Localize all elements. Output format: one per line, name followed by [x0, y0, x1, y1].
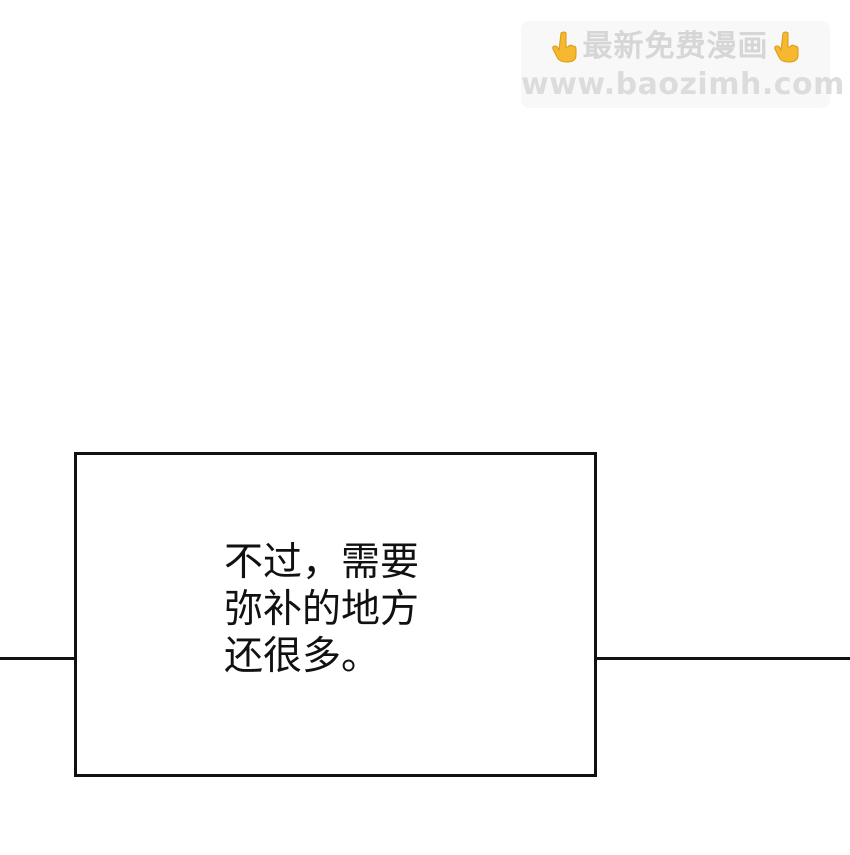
watermark-url: www.baozimh.com — [521, 67, 845, 102]
pointing-down-hand-icon — [773, 31, 801, 63]
horizontal-rule-right — [596, 657, 850, 660]
horizontal-rule-left — [0, 657, 76, 660]
caption-line-2: 弥补的地方 — [224, 587, 420, 632]
caption-line-3: 还很多。 — [224, 634, 381, 679]
caption-text: 不过，需要 弥补的地方 还很多。 — [224, 539, 524, 680]
watermark-title: 最新免费漫画 — [582, 29, 769, 64]
watermark-title-row: 最新免费漫画 — [521, 28, 830, 66]
watermark: 最新免费漫画 www.baozimh.com — [521, 21, 845, 108]
pointing-down-hand-icon — [551, 31, 579, 63]
caption-line-1: 不过，需要 — [224, 540, 420, 585]
caption-box: 不过，需要 弥补的地方 还很多。 — [74, 452, 597, 777]
